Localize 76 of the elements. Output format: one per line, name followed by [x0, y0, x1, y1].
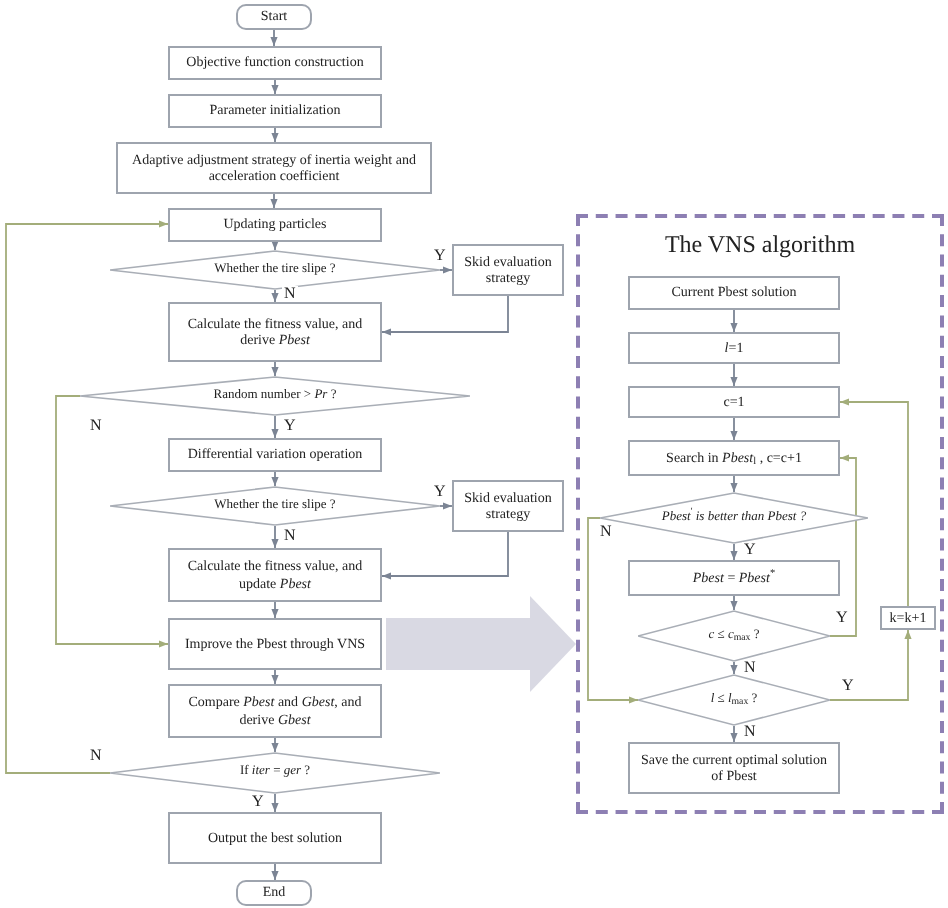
process-box: [168, 46, 382, 80]
arrow: [381, 531, 509, 580]
arrow: [271, 415, 279, 439]
decision-diamond: [638, 674, 830, 726]
block-arrow: [386, 596, 576, 692]
process-box: [168, 684, 382, 738]
arrow: [439, 502, 453, 510]
edge-label: Y: [834, 610, 850, 626]
arrow: [730, 725, 738, 743]
arrow: [381, 295, 509, 336]
process-box: [628, 386, 840, 418]
process-box: [168, 618, 382, 670]
edge-label: Y: [282, 418, 298, 434]
edge-label: N: [88, 748, 104, 764]
arrow: [730, 363, 738, 387]
arrow: [271, 793, 279, 813]
edge-label: N: [742, 660, 758, 676]
process-box: [628, 560, 840, 596]
arrow: [439, 266, 453, 274]
panel-title: The VNS algorithm: [664, 228, 856, 262]
process-box: [628, 276, 840, 310]
arrow: [730, 543, 738, 561]
process-box: [452, 480, 564, 532]
decision-diamond: [638, 610, 830, 662]
process-box: [880, 606, 936, 630]
edge-label: Y: [432, 248, 448, 264]
edge-label: Y: [840, 678, 856, 694]
arrow: [587, 517, 639, 704]
arrow: [730, 417, 738, 441]
process-box: [168, 302, 382, 362]
decision-diamond: [600, 492, 868, 544]
arrow: [271, 863, 279, 881]
arrow: [271, 525, 279, 549]
arrow: [730, 595, 738, 611]
edge-label: N: [282, 528, 298, 544]
decision-diamond: [110, 752, 440, 794]
edge-label: Y: [432, 484, 448, 500]
edge-label: N: [742, 724, 758, 740]
arrow: [5, 220, 169, 774]
process-box: [628, 332, 840, 364]
arrow: [271, 471, 279, 487]
process-box: [168, 812, 382, 864]
edge-label: N: [598, 524, 614, 540]
arrow: [730, 309, 738, 333]
arrow: [829, 629, 912, 701]
arrow: [271, 361, 279, 377]
arrow: [271, 241, 279, 251]
arrow: [829, 454, 857, 637]
terminal-box: [236, 880, 312, 906]
process-box: [168, 438, 382, 472]
dashed-panel: [576, 214, 944, 814]
edge-label: Y: [742, 542, 758, 558]
arrow: [55, 395, 169, 648]
arrow: [271, 601, 279, 619]
decision-diamond: [80, 376, 470, 416]
terminal-box: [236, 4, 312, 30]
process-box: [168, 208, 382, 242]
edge-label: Y: [250, 794, 266, 810]
process-box: [168, 94, 382, 128]
process-box: [168, 548, 382, 602]
arrow: [730, 475, 738, 493]
arrow: [271, 289, 279, 303]
process-box: [116, 142, 432, 194]
arrow: [271, 79, 279, 95]
process-box: [628, 742, 840, 794]
process-box: [628, 440, 840, 476]
arrow: [271, 669, 279, 685]
arrow: [270, 29, 278, 47]
process-box: [452, 244, 564, 296]
arrow: [730, 661, 738, 675]
arrow: [271, 737, 279, 753]
arrow: [270, 193, 278, 209]
edge-label: N: [282, 286, 298, 302]
arrow: [271, 127, 279, 143]
edge-label: N: [88, 418, 104, 434]
arrow: [839, 398, 909, 607]
